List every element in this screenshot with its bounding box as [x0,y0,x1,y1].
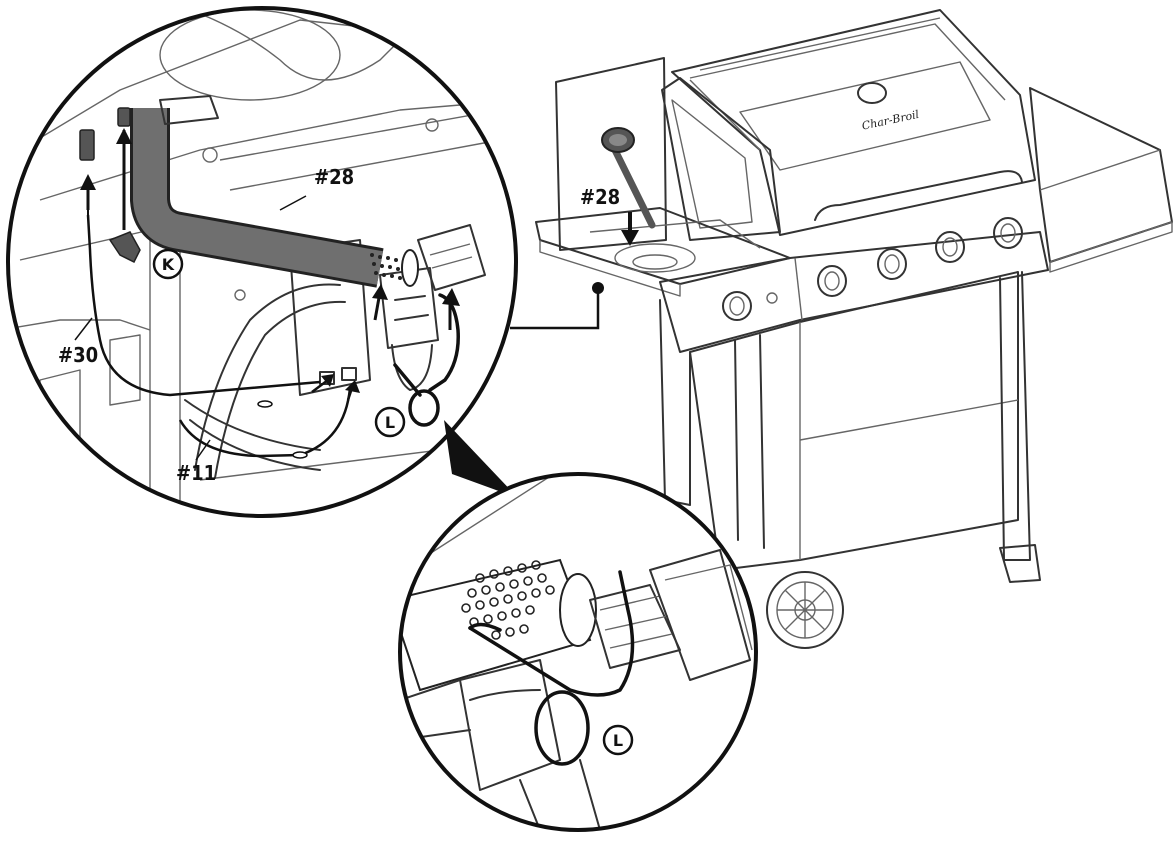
label-part-28: #28 [314,165,354,189]
detail-circle-main: #28 #30 #11 K L [6,6,518,518]
temperature-gauge-icon [857,82,887,104]
label-part-28-callout: #28 [580,185,620,209]
label-part-11: #11 [176,461,216,485]
label-part-30: #30 [58,343,98,367]
step-k-letter: K [162,255,175,274]
step-marker-k: K [152,248,184,280]
step-l-letter-lower: L [613,731,623,750]
zoom-cone [444,420,518,498]
step-l-letter-upper: L [385,413,395,432]
control-knobs [722,217,1023,321]
detail-circle-zoom: L [398,472,758,832]
brand-logo: Char-Broil [861,108,921,133]
callout-anchor-dot [592,282,604,294]
step-marker-l-lower: L [602,724,634,756]
wheel [766,571,844,649]
callout-leader-line [510,290,600,330]
step-marker-l-upper: L [374,406,406,438]
down-arrow-icon [621,212,639,246]
burner-tube-28-small [601,127,656,229]
